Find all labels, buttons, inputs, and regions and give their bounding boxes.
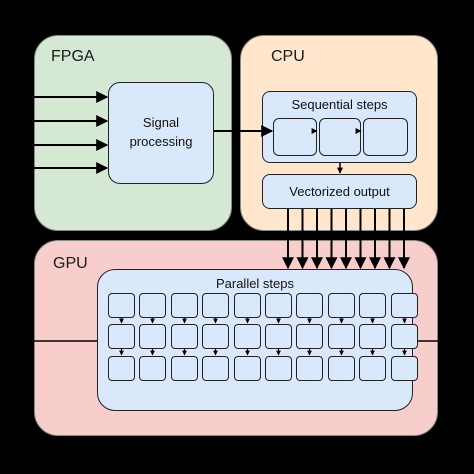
- parallel-step-box: [171, 293, 198, 318]
- parallel-steps-label: Parallel steps: [215, 276, 295, 291]
- signal-processing-box: Signal processing: [108, 82, 214, 184]
- parallel-step-box: [359, 324, 386, 349]
- gpu-label: GPU: [53, 255, 88, 272]
- vectorized-output-label: Vectorized output: [289, 184, 390, 199]
- parallel-step-box: [108, 324, 135, 349]
- cpu-label: CPU: [271, 48, 305, 65]
- parallel-step-box: [234, 293, 261, 318]
- parallel-step-box: [171, 324, 198, 349]
- parallel-step-box: [108, 293, 135, 318]
- fpga-label: FPGA: [51, 48, 95, 65]
- sequential-step-box: [319, 118, 361, 156]
- parallel-step-box: [391, 356, 418, 381]
- parallel-step-box: [202, 356, 229, 381]
- parallel-step-box: [359, 356, 386, 381]
- parallel-step-box: [328, 356, 355, 381]
- parallel-step-box: [202, 293, 229, 318]
- parallel-step-box: [391, 324, 418, 349]
- parallel-step-box: [265, 356, 292, 381]
- parallel-step-box: [139, 356, 166, 381]
- parallel-step-box: [265, 324, 292, 349]
- parallel-step-box: [296, 324, 323, 349]
- parallel-step-box: [328, 324, 355, 349]
- parallel-step-box: [359, 293, 386, 318]
- parallel-step-box: [265, 293, 292, 318]
- sequential-step-box: [363, 118, 408, 156]
- parallel-step-box: [234, 356, 261, 381]
- sequential-steps-label: Sequential steps: [291, 97, 388, 112]
- parallel-step-box: [139, 293, 166, 318]
- signal-processing-label: Signal processing: [129, 115, 193, 149]
- parallel-step-box: [391, 293, 418, 318]
- parallel-step-box: [202, 324, 229, 349]
- parallel-step-box: [171, 356, 198, 381]
- parallel-step-box: [296, 293, 323, 318]
- sequential-steps-box: Sequential steps: [262, 91, 417, 163]
- parallel-step-box: [108, 356, 135, 381]
- parallel-step-box: [296, 356, 323, 381]
- parallel-step-box: [139, 324, 166, 349]
- parallel-step-box: [234, 324, 261, 349]
- sequential-step-box: [273, 118, 317, 156]
- vectorized-output-box: Vectorized output: [262, 174, 417, 209]
- parallel-step-box: [328, 293, 355, 318]
